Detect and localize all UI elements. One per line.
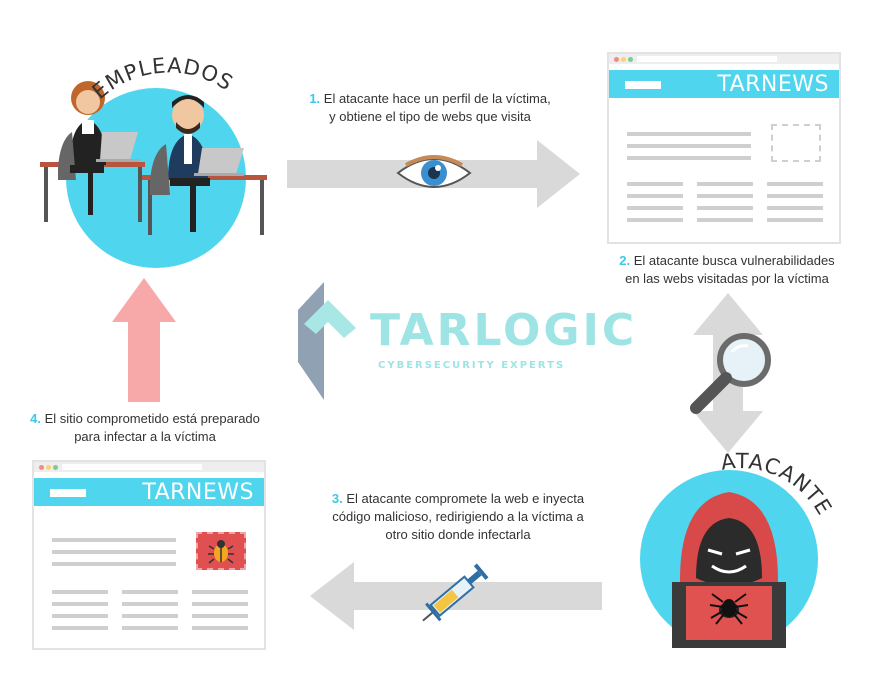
magnifier-icon xyxy=(690,333,771,414)
bug-icon xyxy=(208,540,234,564)
employees-label: EMPLEADOS xyxy=(88,53,238,103)
browser-window-bottom: TARNEWS xyxy=(32,460,266,650)
step-1-text: 1. El atacante hace un perfil de la víct… xyxy=(309,91,551,124)
syringe-icon xyxy=(422,563,489,622)
image-placeholder xyxy=(771,124,821,162)
browser-bar xyxy=(34,462,264,472)
browser-header: TARNEWS xyxy=(34,478,264,506)
logo-name: TARLOGIC xyxy=(370,305,638,356)
logo-tagline: CYBERSECURITY EXPERTS xyxy=(378,360,566,371)
step-3-text: 3. El atacante compromete la web e inyec… xyxy=(331,491,585,542)
browser-brand-top: TARNEWS xyxy=(717,72,829,97)
browser-header: TARNEWS xyxy=(609,70,839,98)
arrow-up-left xyxy=(112,278,176,402)
attacker-label: ATACANTE xyxy=(719,449,836,520)
svg-text:EMPLEADOS: EMPLEADOS xyxy=(88,53,238,103)
svg-text:ATACANTE: ATACANTE xyxy=(719,449,836,520)
browser-bar xyxy=(609,54,839,64)
employees-illustration xyxy=(40,81,267,235)
step-2-text: 2. El atacante busca vulnerabilidades en… xyxy=(619,253,835,286)
tarlogic-logo-mark xyxy=(298,282,356,400)
browser-window-top: TARNEWS xyxy=(607,52,841,244)
browser-brand-bottom: TARNEWS xyxy=(142,480,254,505)
step-4-text: 4. El sitio comprometido está preparado … xyxy=(30,411,260,444)
eye-icon xyxy=(396,155,472,188)
spider-icon xyxy=(709,593,749,625)
